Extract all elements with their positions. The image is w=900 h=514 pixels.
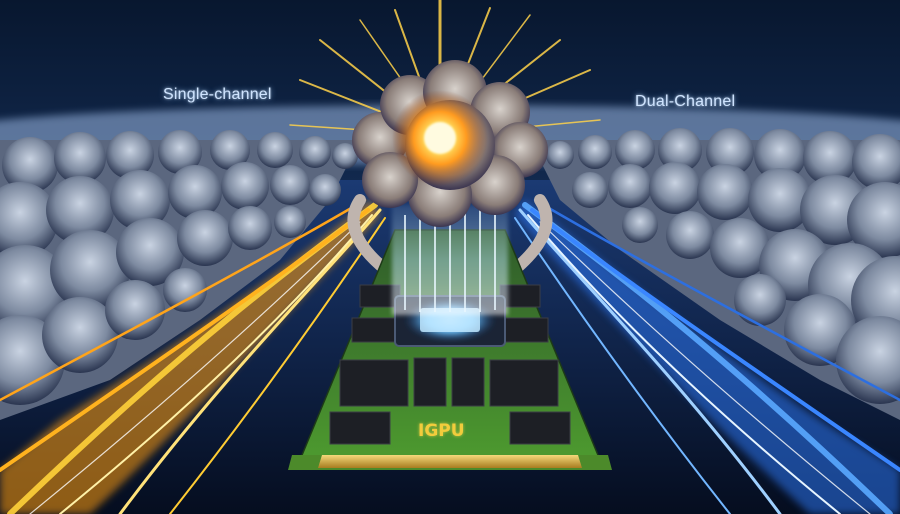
left-cloud-bank [0,130,360,420]
right-energy-stream [514,198,900,514]
starburst-icon [289,0,601,227]
igpu-label: IGPU [418,421,465,441]
memory-module [288,229,612,470]
single-channel-label: Single-channel [163,86,272,103]
dual-channel-label: Dual-Channel [635,93,736,110]
left-energy-stream [0,198,386,514]
